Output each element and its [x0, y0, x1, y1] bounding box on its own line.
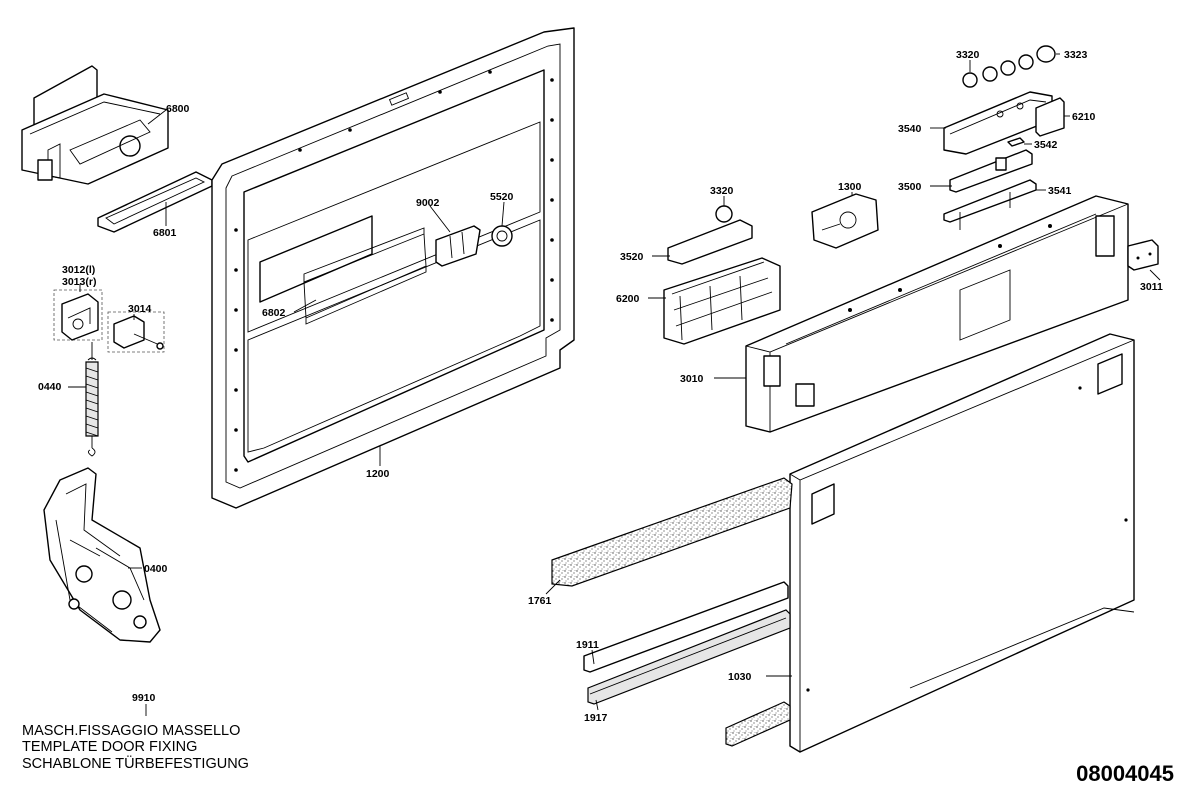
- label-1200: 1200: [366, 468, 390, 480]
- drawing-number: 08004045: [1076, 761, 1174, 786]
- plate-3011: [1127, 239, 1159, 271]
- label-3540: 3540: [898, 123, 922, 135]
- label-0400: 0400: [144, 563, 168, 575]
- label-3323: 3323: [1064, 49, 1088, 61]
- label-3500: 3500: [898, 181, 922, 193]
- label-1917: 1917: [584, 712, 608, 724]
- label-1761: 1761: [528, 595, 552, 607]
- knobs-3320-3323: [962, 45, 1056, 88]
- label-3010: 3010: [680, 373, 704, 385]
- label-6210: 6210: [1072, 111, 1096, 123]
- module-1300: [811, 193, 879, 249]
- label-6800: 6800: [166, 103, 190, 115]
- strip-1917: [587, 609, 791, 705]
- label-1911: 1911: [576, 639, 599, 651]
- template-caption: MASCH.FISSAGGIO MASSELLO TEMPLATE DOOR F…: [22, 723, 249, 772]
- label-3320-top: 3320: [956, 49, 980, 61]
- cover-3520: [667, 219, 753, 265]
- caption-line-italian: MASCH.FISSAGGIO MASSELLO: [22, 723, 240, 739]
- label-9910: 9910: [132, 692, 156, 704]
- door-hinge-0400: [43, 467, 161, 643]
- part-labels: 6800 6801 3012(l) 3013(r) 3014 0440 0400…: [38, 49, 1163, 724]
- foam-strip-lower: [725, 701, 791, 747]
- caption-line-german: SCHABLONE TÜRBEFESTIGUNG: [22, 754, 249, 772]
- switch-6210: [1035, 97, 1065, 137]
- label-1030: 1030: [728, 671, 752, 683]
- hinge-spring-0440: [85, 342, 99, 457]
- strip-1911: [583, 581, 789, 673]
- door-handle-6800: [21, 65, 169, 185]
- label-3011: 3011: [1140, 281, 1163, 293]
- hinge-bracket-3012-3013: [53, 289, 103, 341]
- control-panel-3010: [745, 195, 1129, 433]
- label-3542: 3542: [1034, 139, 1058, 151]
- door-edge-holes: [234, 70, 554, 472]
- label-3014: 3014: [128, 303, 152, 315]
- label-0440: 0440: [38, 381, 62, 393]
- label-6802: 6802: [262, 307, 286, 319]
- label-3012: 3012(l): [62, 264, 95, 276]
- handle-gasket-6801: [97, 171, 213, 233]
- bracket-3500: [949, 149, 1033, 193]
- label-9002: 9002: [416, 197, 440, 209]
- knob-3320b: [715, 205, 733, 223]
- label-3520: 3520: [620, 251, 644, 263]
- hinge-clip-3014: [107, 311, 165, 353]
- foam-strip-1761: [551, 477, 793, 587]
- label-1300: 1300: [838, 181, 862, 193]
- label-3013: 3013(r): [62, 276, 96, 288]
- label-5520: 5520: [490, 191, 514, 203]
- inner-door-panel-1200: [211, 27, 575, 509]
- label-6200: 6200: [616, 293, 640, 305]
- label-6801: 6801: [153, 227, 177, 239]
- label-3320-mid: 3320: [710, 185, 734, 197]
- door-bracket-9002: [435, 225, 481, 267]
- outer-door-panel-1030: [789, 333, 1135, 753]
- leader-lines: [68, 53, 1161, 716]
- label-3541: 3541: [1048, 185, 1072, 197]
- electronic-module-6200: [663, 257, 781, 345]
- door-cap-5520: [491, 225, 513, 247]
- caption-line-english: TEMPLATE DOOR FIXING: [22, 739, 197, 755]
- part-3542: [1007, 137, 1025, 147]
